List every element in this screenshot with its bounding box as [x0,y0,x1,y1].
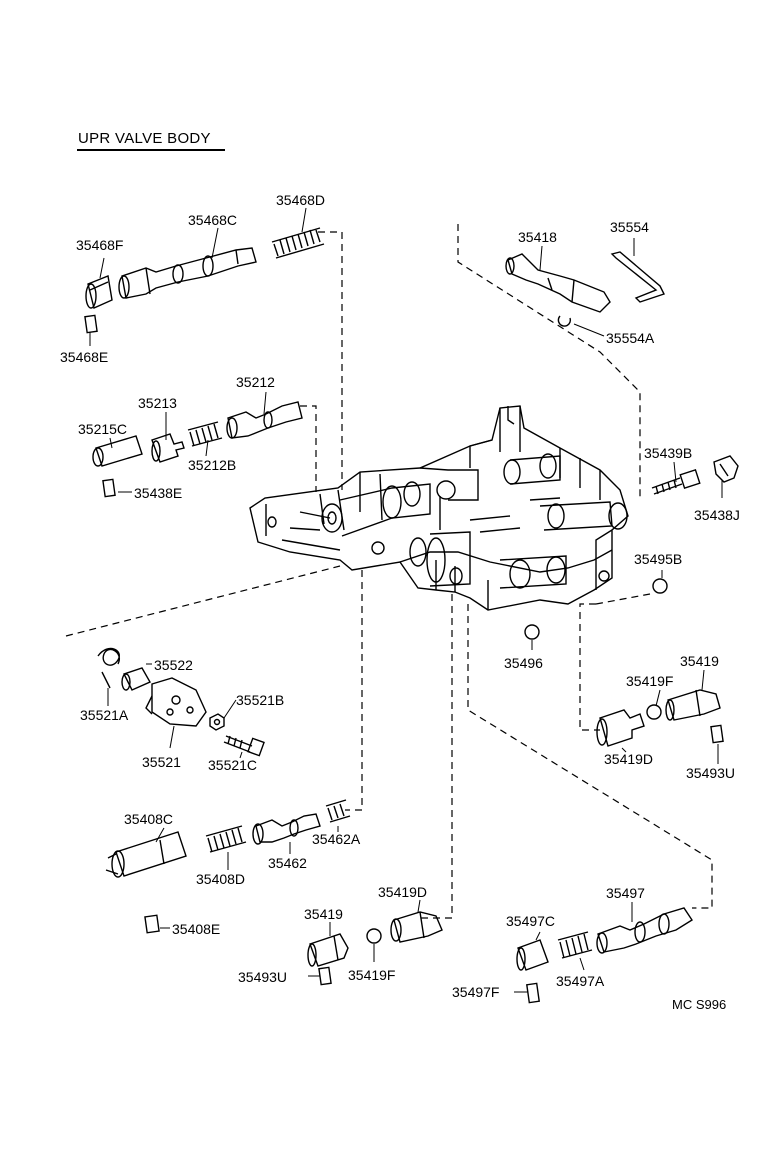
label-35521: 35521 [142,754,181,770]
valve-body-housing [249,405,629,611]
label-35439B: 35439B [644,445,692,461]
part-35522-spring [97,647,120,689]
part-35438J-clamp [713,455,739,483]
leader-lines [89,207,723,993]
label-35522: 35522 [154,657,193,673]
label-35438E: 35438E [134,485,182,501]
label-35419D-middle: 35419D [378,884,427,900]
label-35419-right: 35419 [680,653,719,669]
part-35468E-key [84,314,98,334]
part-35497F-key [526,982,540,1004]
part-35462-valve [252,813,321,845]
drawing-code: MC S996 [672,997,727,1012]
label-35419F-middle: 35419F [348,967,395,983]
part-35419D-plug-middle [390,911,443,943]
part-35438E-key [102,478,116,498]
label-35497: 35497 [606,885,645,901]
part-35495B-ball [652,578,668,594]
label-35468D: 35468D [276,192,325,208]
part-labels: 35468D 35468C 35468F 35468E 35418 35554 … [60,192,740,1000]
part-35493U-key-middle [318,966,332,986]
label-35408C: 35408C [124,811,173,827]
part-35212B-spring [187,421,223,447]
part-35497-valve [596,907,693,954]
part-35419-plug-right [665,689,721,721]
part-35521C-bolt [223,735,265,757]
label-35497A: 35497A [556,973,605,989]
label-35438J: 35438J [694,507,740,523]
label-35419-middle: 35419 [304,906,343,922]
part-35493U-key-right [710,724,724,744]
part-35462A-spring [325,799,351,823]
label-35497C: 35497C [506,913,555,929]
label-35493U-right: 35493U [686,765,735,781]
part-35419F-ball-right [646,704,662,720]
part-35419F-ball-middle [366,928,382,944]
part-35212-valve [226,401,303,439]
dashed-leaders [65,224,713,919]
title-underline [77,149,225,151]
label-35408E: 35408E [172,921,220,937]
part-35408D-spring [205,825,247,853]
label-35521C: 35521C [208,757,257,773]
part-35419-plug-middle [307,933,349,967]
part-35522-plug [121,667,151,691]
part-35497C-plug [516,939,549,971]
part-35419D-plug-right [596,709,645,747]
label-35419D-right: 35419D [604,751,653,767]
label-35554A: 35554A [606,330,655,346]
label-35419F-right: 35419F [626,673,673,689]
label-35521B: 35521B [236,692,284,708]
label-35521A: 35521A [80,707,129,723]
label-35493U-middle: 35493U [238,969,287,985]
part-35408C-sleeve [105,831,187,878]
label-35462A: 35462A [312,831,361,847]
label-35418: 35418 [518,229,557,245]
label-35496: 35496 [504,655,543,671]
part-35496-ball [524,624,540,640]
part-35554A-clip [557,315,572,327]
part-35468C-valve [118,247,257,299]
part-35521-plate [145,677,207,727]
label-35554: 35554 [610,219,649,235]
part-35468F-plug [85,275,113,309]
label-35212: 35212 [236,374,275,390]
label-35468F: 35468F [76,237,123,253]
part-35439B-bolt [651,468,701,495]
part-35408E-key [144,914,160,934]
part-35215C-sleeve [92,435,143,467]
part-35468D-spring [271,227,325,259]
label-35212B: 35212B [188,457,236,473]
label-35497F: 35497F [452,984,499,1000]
part-35554-lever [610,251,665,303]
part-35418-valve [505,253,611,313]
part-35521B-nut [209,713,225,731]
label-35468C: 35468C [188,212,237,228]
diagram-title: UPR VALVE BODY [78,130,211,147]
label-35408D: 35408D [196,871,245,887]
label-35495B: 35495B [634,551,682,567]
label-35468E: 35468E [60,349,108,365]
part-35497A-spring [557,931,593,959]
label-35215C: 35215C [78,421,127,437]
label-35462: 35462 [268,855,307,871]
part-35213-plug [151,433,185,463]
label-35213: 35213 [138,395,177,411]
